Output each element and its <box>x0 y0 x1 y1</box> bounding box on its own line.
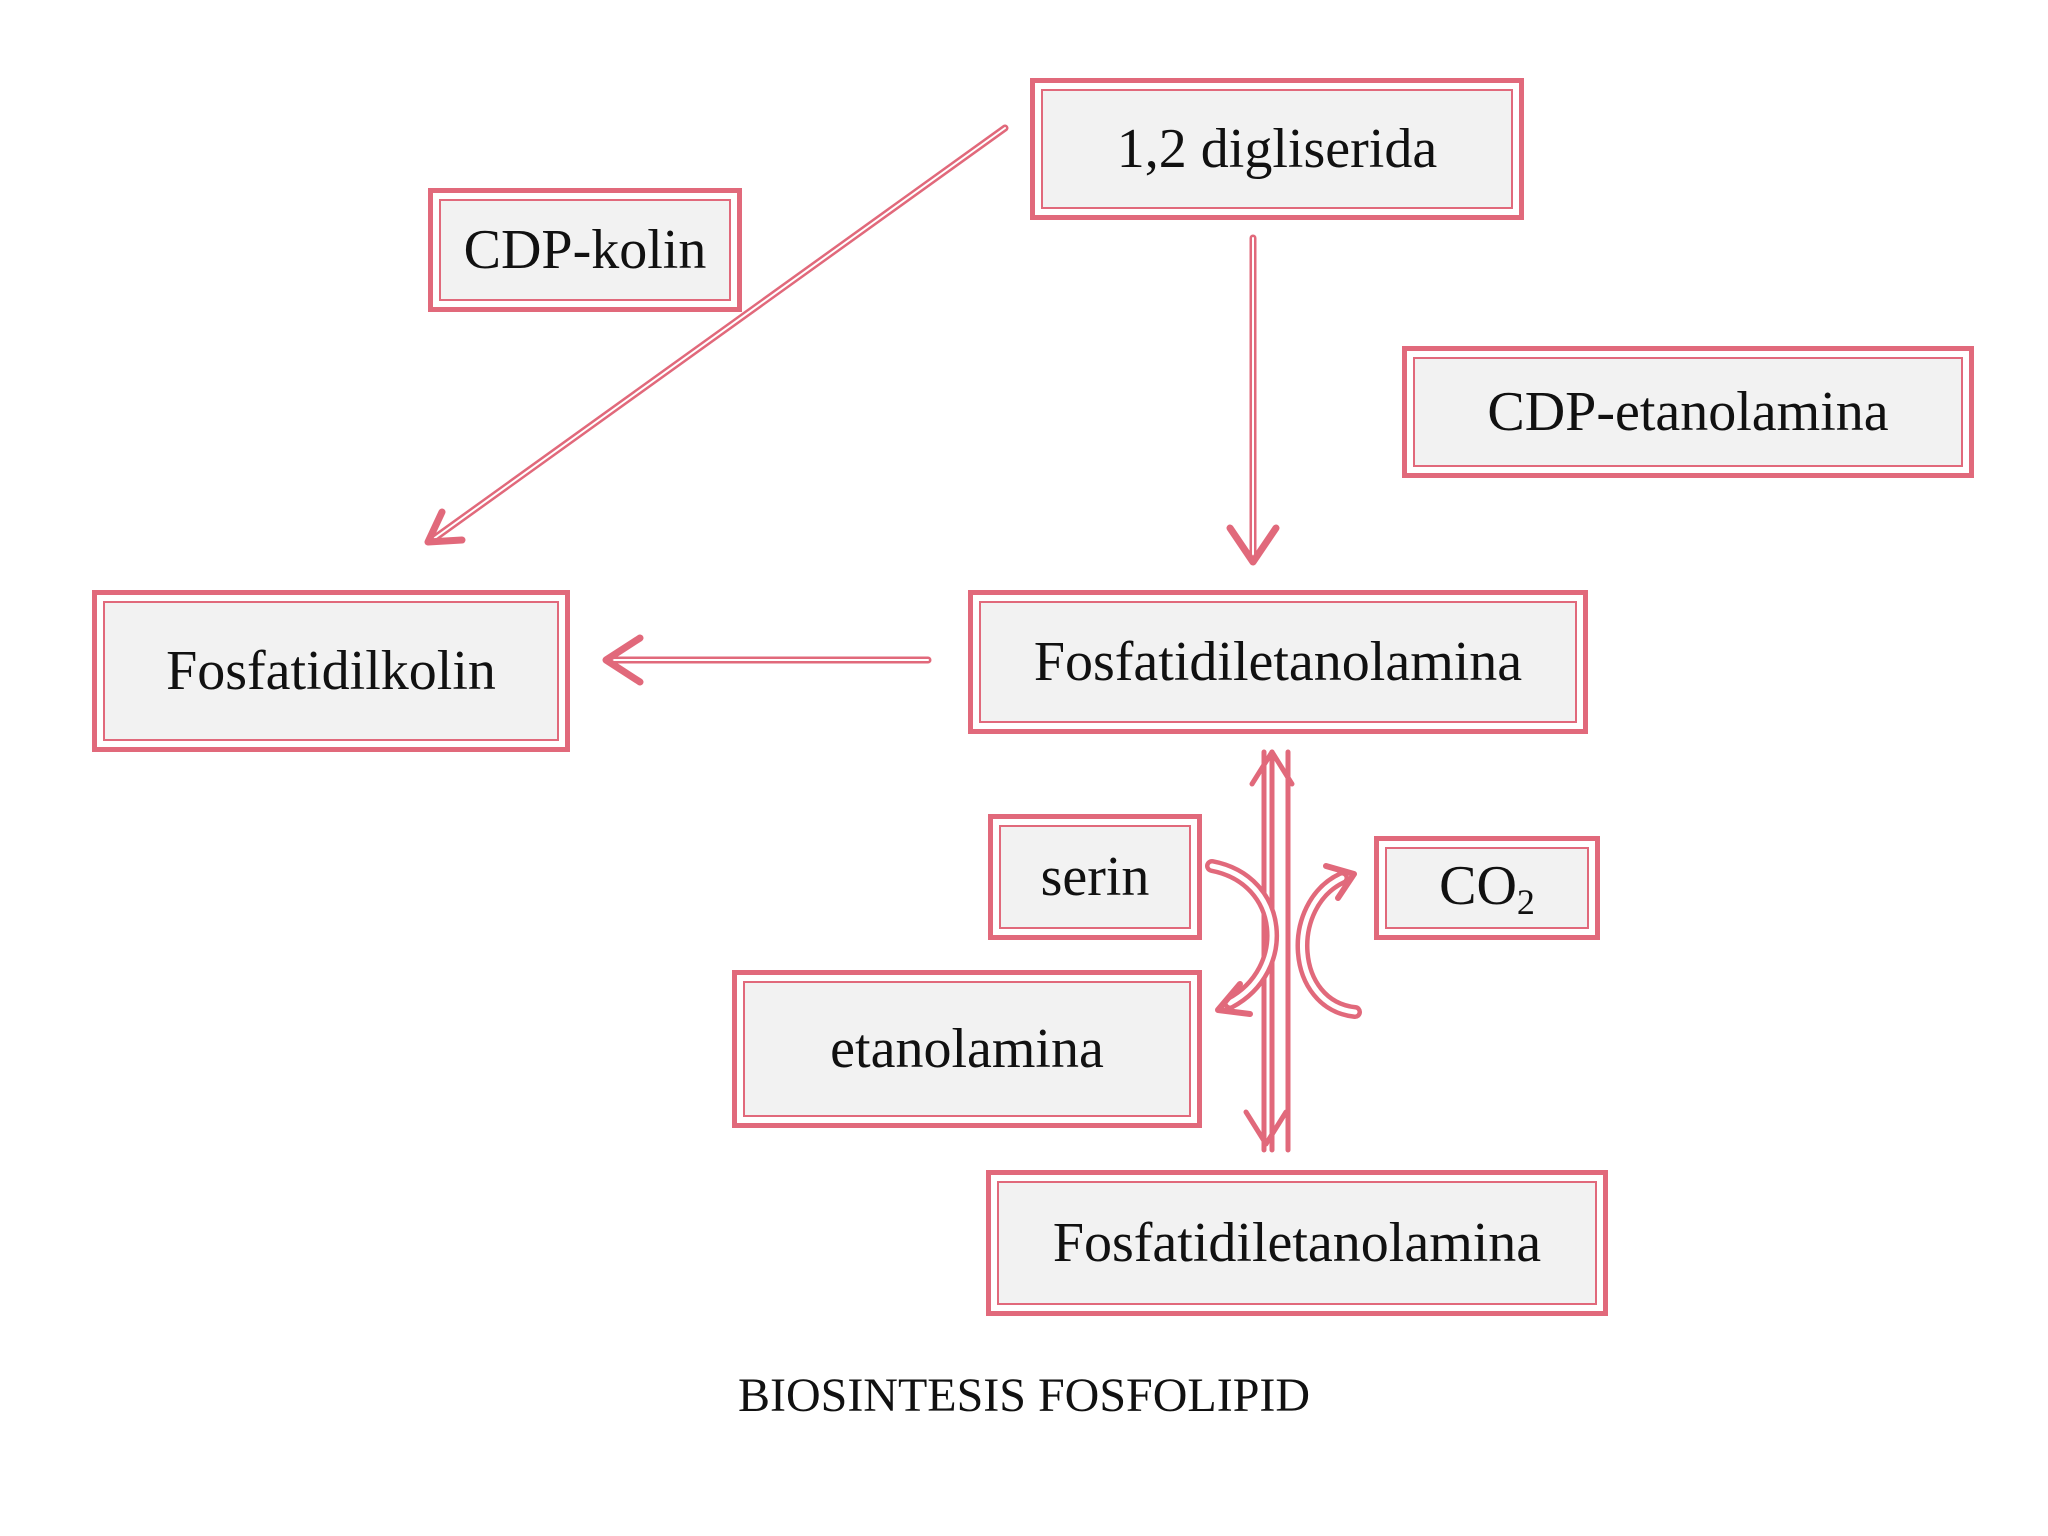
arrow-to-co2 <box>1295 863 1362 1019</box>
node-digliserida: 1,2 digliserida <box>1030 78 1524 220</box>
node-fosfatidiletanolamina-top-label: Fosfatidiletanolamina <box>1033 631 1523 693</box>
node-fosfatidilkolin: Fosfatidilkolin <box>92 590 570 752</box>
node-cdp-kolin-label: CDP-kolin <box>463 219 707 281</box>
node-etanolamina: etanolamina <box>732 970 1202 1128</box>
node-fosfatidiletanolamina-top: Fosfatidiletanolamina <box>968 590 1588 734</box>
node-co2-subscript: 2 <box>1516 881 1535 922</box>
node-co2-label: CO2 <box>1439 854 1535 923</box>
node-co2: CO2 <box>1374 836 1600 940</box>
node-serin: serin <box>988 814 1202 940</box>
diagram-caption: BIOSINTESIS FOSFOLIPID <box>737 1369 1311 1422</box>
node-fosfatidilkolin-label: Fosfatidilkolin <box>166 640 496 702</box>
arrow-digliserida-to-fosfatidiletanolamina <box>1226 234 1280 566</box>
arrow-fosfatidiletanolamina-to-fosfatidilkolin <box>602 634 932 686</box>
node-co2-base: CO <box>1439 854 1517 917</box>
arrow-digliserida-to-fosfatidilkolin <box>424 124 1009 546</box>
node-digliserida-label: 1,2 digliserida <box>1116 118 1438 180</box>
node-cdp-kolin: CDP-kolin <box>428 188 742 312</box>
node-cdp-etanolamina: CDP-etanolamina <box>1402 346 1974 478</box>
node-serin-label: serin <box>1040 846 1150 908</box>
arrow-serin-to-etanolamina <box>1205 859 1280 1017</box>
node-cdp-etanolamina-label: CDP-etanolamina <box>1487 381 1889 443</box>
node-etanolamina-label: etanolamina <box>830 1018 1104 1080</box>
node-fosfatidiletanolamina-bottom: Fosfatidiletanolamina <box>986 1170 1608 1316</box>
node-fosfatidiletanolamina-bottom-label: Fosfatidiletanolamina <box>1052 1212 1542 1274</box>
